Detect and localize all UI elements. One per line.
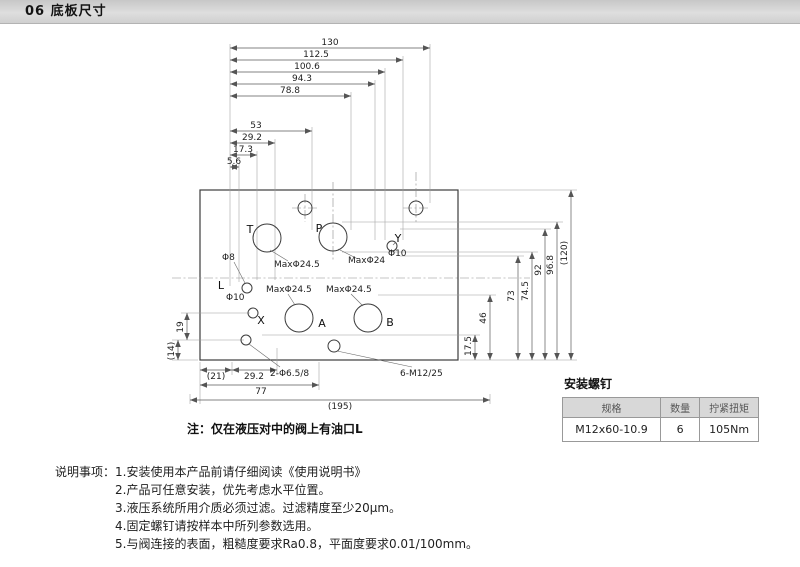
section-header-bar: 06 底板尺寸: [0, 0, 800, 24]
mounting-screw-block: 安装螺钉 规格 数量 拧紧扭矩 M12x60-10.9 6 105Nm: [562, 375, 759, 442]
instruction-item: 5.与阀连接的表面，粗糙度要求Ra0.8，平面度要求0.01/100mm。: [115, 537, 479, 551]
top-dimension-lines: [230, 45, 430, 170]
top-dim-label: 53: [250, 121, 261, 131]
mounting-hole: [408, 200, 424, 216]
port-circles: [240, 200, 424, 353]
small-hole: [327, 339, 341, 353]
mounting-screw-table: 规格 数量 拧紧扭矩 M12x60-10.9 6 105Nm: [562, 397, 759, 442]
left-dimension-lines: [175, 313, 190, 360]
l-port-dia8-label: Φ8: [222, 253, 235, 263]
port-labels: T P Y L X A B: [218, 222, 402, 330]
bottom-dimension-labels: (21) 29.2 77 (195): [207, 372, 352, 412]
annotation-labels: MaxΦ24.5 MaxΦ24 Φ10 Φ8 Φ10 MaxΦ24.5 MaxΦ…: [222, 249, 443, 379]
port-l-label: L: [218, 279, 225, 292]
port-a-label: A: [318, 317, 326, 330]
screw-col-qty: 数量: [659, 397, 701, 418]
port-p-label: P: [316, 222, 323, 235]
right-dim-label: 46: [479, 312, 489, 324]
centerlines: [172, 172, 530, 279]
screw-table-header-row: 规格 数量 拧紧扭矩: [562, 397, 759, 418]
instruction-item: 1.安装使用本产品前请仔细阅读《使用说明书》: [115, 465, 367, 479]
right-dim-label: 96.8: [546, 255, 556, 275]
screw-table-row: M12x60-10.9 6 105Nm: [562, 417, 759, 442]
right-dim-label: (120): [560, 241, 570, 265]
top-dim-label: 78.8: [280, 86, 300, 96]
x-port-dia10-label: Φ10: [226, 293, 245, 303]
plate-outline: [199, 189, 459, 361]
top-dim-label: 94.3: [292, 74, 312, 84]
instruction-line-1: 说明事项：1.安装使用本产品前请仔细阅读《使用说明书》: [55, 463, 478, 481]
t-port-max-label: MaxΦ24.5: [274, 260, 320, 270]
a-port-max-label: MaxΦ24.5: [266, 285, 312, 295]
left-dimension-labels: 19 (14): [167, 321, 186, 360]
top-dim-label: 17.3: [233, 145, 253, 155]
port-l-circle: [241, 282, 253, 294]
left-dim-label: (14): [167, 342, 177, 360]
bottom-dim-label: 29.2: [244, 372, 264, 382]
right-dim-label: 73: [507, 290, 517, 301]
instructions-block: 说明事项：1.安装使用本产品前请仔细阅读《使用说明书》 2.产品可任意安装，优先…: [55, 463, 478, 553]
b-port-max-label: MaxΦ24.5: [326, 285, 372, 295]
screw-qty-value: 6: [659, 417, 701, 442]
port-a-circle: [284, 303, 314, 333]
port-t-circle: [252, 223, 282, 253]
top-dim-label: 100.6: [294, 62, 320, 72]
screw-torque-value: 105Nm: [699, 417, 759, 442]
port-t-label: T: [246, 223, 254, 236]
drawing-note: 注：仅在液压对中的阀上有油口L: [187, 422, 363, 436]
thread-holes-label: 6-M12/25: [400, 369, 443, 379]
right-dim-label: 74.5: [521, 281, 531, 301]
counterbore-holes-label: 2-Φ6.5/8: [270, 369, 309, 379]
top-dimension-labels: 130 112.5 100.6 94.3 78.8 53 29.2 17.3 5…: [227, 38, 339, 167]
instruction-item: 4.固定螺钉请按样本中所列参数选用。: [115, 519, 319, 533]
small-hole: [240, 334, 252, 346]
right-dimension-labels: 17.5 46 73 74.5 92 96.8 (120): [464, 241, 570, 356]
instruction-item: 3.液压系统所用介质必须过滤。过滤精度至少20μm。: [115, 501, 402, 515]
bottom-dim-label: 77: [255, 387, 266, 397]
bottom-dim-label: (21): [207, 372, 225, 382]
leader-lines: [233, 241, 413, 368]
top-dim-label: 5.6: [227, 157, 242, 167]
instructions-label: 说明事项：: [55, 465, 116, 479]
right-dim-label: 92: [534, 264, 544, 275]
top-dim-label: 130: [321, 38, 338, 48]
bottom-dim-label: (195): [328, 402, 352, 412]
y-port-dia-label: Φ10: [388, 249, 407, 259]
p-port-max-label: MaxΦ24: [348, 256, 385, 266]
port-b-label: B: [386, 316, 394, 329]
port-b-circle: [353, 303, 383, 333]
screw-col-torque: 拧紧扭矩: [699, 397, 759, 418]
port-y-circle: [386, 240, 398, 252]
right-dim-label: 17.5: [464, 336, 474, 356]
screw-col-spec: 规格: [562, 397, 661, 418]
mounting-hole: [297, 200, 313, 216]
subplate-dimension-drawing: 130 112.5 100.6 94.3 78.8 53 29.2 17.3 5…: [167, 38, 577, 412]
port-x-circle: [247, 307, 259, 319]
extension-lines: [172, 44, 577, 404]
port-p-circle: [318, 222, 348, 252]
port-y-label: Y: [394, 232, 402, 245]
page-title: 06 底板尺寸: [25, 4, 107, 19]
bottom-dimension-lines: [190, 367, 490, 403]
mounting-screw-title: 安装螺钉: [564, 377, 613, 391]
right-dimension-lines: [472, 190, 574, 360]
top-dim-label: 29.2: [242, 133, 262, 143]
top-dim-label: 112.5: [303, 50, 329, 60]
left-dim-label: 19: [176, 321, 186, 333]
screw-spec-value: M12x60-10.9: [562, 417, 661, 442]
port-x-label: X: [257, 314, 265, 327]
instruction-item: 2.产品可任意安装，优先考虑水平位置。: [115, 483, 331, 497]
